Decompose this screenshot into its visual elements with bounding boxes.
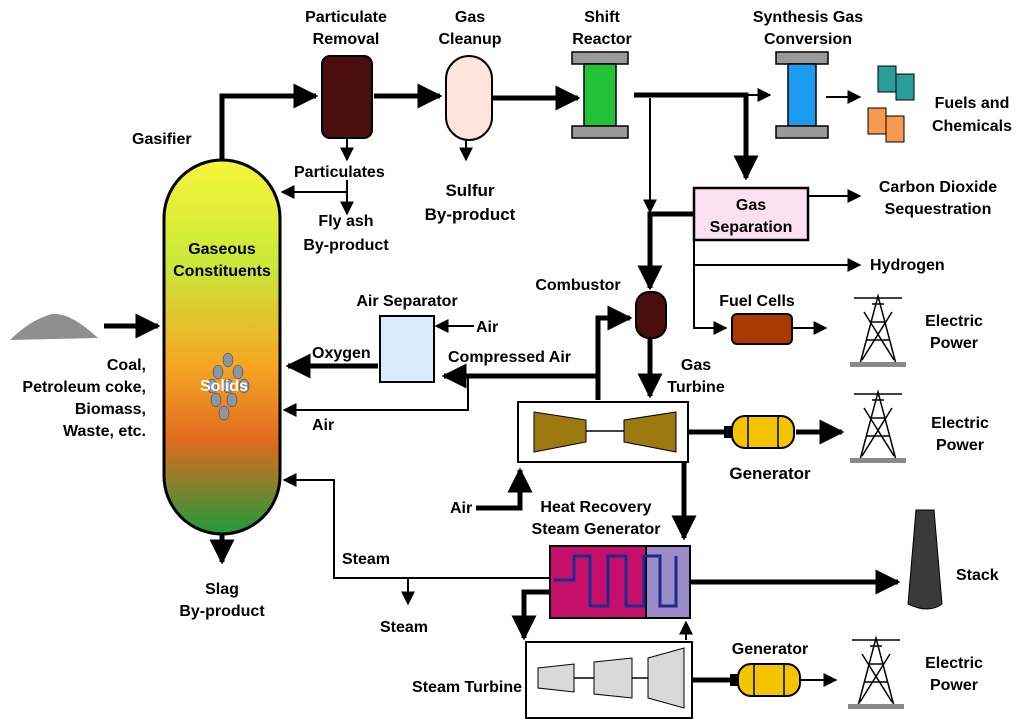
slag-label-2: By-product [179, 603, 265, 620]
synthesis-gas-label-2: Conversion [764, 31, 852, 48]
steam-out-label: Steam [380, 619, 428, 636]
air-in-separator-label: Air [476, 319, 498, 336]
generator-2-unit [730, 663, 801, 697]
flow-lines [104, 83, 901, 687]
gas-separation-label-2: Separation [710, 219, 793, 236]
fly-ash-label-2: By-product [303, 237, 389, 254]
gas-turbine-label-1: Gas [681, 357, 711, 374]
synthesis-gas-label-1: Synthesis Gas [753, 9, 863, 26]
electric-power-2-label-2: Power [936, 437, 984, 454]
air-to-gasifier-label: Air [312, 417, 334, 434]
solids-icon [206, 352, 250, 421]
oxygen-label: Oxygen [312, 345, 371, 362]
gas-separation-label-1: Gas [736, 197, 766, 214]
air-separator-unit [379, 315, 435, 383]
gaseous-constituents-label-2: Constituents [173, 263, 271, 280]
gas-cleanup-label-1: Gas [455, 9, 485, 26]
hrsg-label-2: Steam Generator [532, 521, 661, 538]
fuel-cells-label: Fuel Cells [719, 293, 795, 310]
electric-power-1-label-2: Power [930, 335, 978, 352]
gasifier-label: Gasifier [132, 131, 192, 148]
combustor-unit [635, 291, 667, 339]
feedstock-label-4: Waste, etc. [63, 423, 146, 440]
electric-power-3-label-2: Power [930, 677, 978, 694]
gas-turbine-label-2: Turbine [667, 379, 725, 396]
shift-reactor-label-2: Reactor [572, 31, 632, 48]
hrsg-label-1: Heat Recovery [540, 499, 651, 516]
steam-turbine-unit [525, 641, 693, 719]
solids-label: Solids [200, 378, 248, 395]
power-tower-icon-3 [848, 635, 904, 709]
fuels-chemicals-label-2: Chemicals [932, 118, 1012, 135]
air-to-turbine-label: Air [450, 500, 472, 517]
feedstock-label-1: Coal, [107, 357, 146, 374]
compressed-air-label: Compressed Air [448, 349, 571, 366]
carbon-dioxide-label-1: Carbon Dioxide [879, 179, 997, 196]
carbon-dioxide-label-2: Sequestration [885, 201, 992, 218]
shift-reactor-label-1: Shift [584, 9, 620, 26]
steam-turbine-label: Steam Turbine [412, 679, 522, 696]
feedstock-label-2: Petroleum coke, [22, 379, 146, 396]
air-separator-label: Air Separator [356, 293, 457, 310]
power-tower-icon-1 [850, 293, 906, 367]
feedstock-pile-icon [10, 313, 98, 340]
electric-power-1-label-1: Electric [925, 313, 983, 330]
gas-cleanup-unit [445, 55, 493, 141]
generator-2-label: Generator [732, 641, 808, 658]
fly-ash-label-1: Fly ash [318, 213, 373, 230]
stack-icon [907, 509, 943, 610]
hrsg-unit [549, 545, 691, 619]
power-tower-icon-2 [850, 389, 906, 463]
gas-cleanup-label-2: Cleanup [438, 31, 501, 48]
shift-reactor-unit [571, 51, 629, 139]
sulfur-label-2: By-product [425, 205, 516, 224]
particulate-removal-unit [321, 55, 373, 139]
hydrogen-label: Hydrogen [870, 257, 945, 274]
fuel-cells-unit [731, 313, 793, 345]
steam-to-gasifier-label: Steam [342, 551, 390, 568]
particulate-removal-label-2: Removal [313, 31, 380, 48]
particulates-label: Particulates [294, 164, 385, 181]
gas-separation-unit [692, 186, 810, 242]
slag-label-1: Slag [205, 581, 239, 598]
gaseous-constituents-label-1: Gaseous [188, 241, 256, 258]
gas-turbine-unit [517, 401, 689, 463]
combustor-label: Combustor [535, 277, 620, 294]
labels: Particulate Removal Gas Cleanup Shift Re… [22, 9, 1012, 696]
generator-1-label: Generator [729, 464, 811, 483]
gasifier-vessel [162, 158, 282, 536]
synthesis-gas-conversion-unit [775, 51, 829, 139]
electric-power-3-label-1: Electric [925, 655, 983, 672]
generator-1-unit [724, 415, 795, 449]
sulfur-label-1: Sulfur [445, 181, 494, 200]
stack-label: Stack [956, 567, 999, 584]
particulate-removal-label-1: Particulate [305, 9, 387, 26]
fuels-chemicals-label-1: Fuels and [935, 95, 1010, 112]
electric-power-2-label-1: Electric [931, 415, 989, 432]
fuel-barrels-icon [867, 65, 915, 143]
feedstock-label-3: Biomass, [75, 401, 146, 418]
